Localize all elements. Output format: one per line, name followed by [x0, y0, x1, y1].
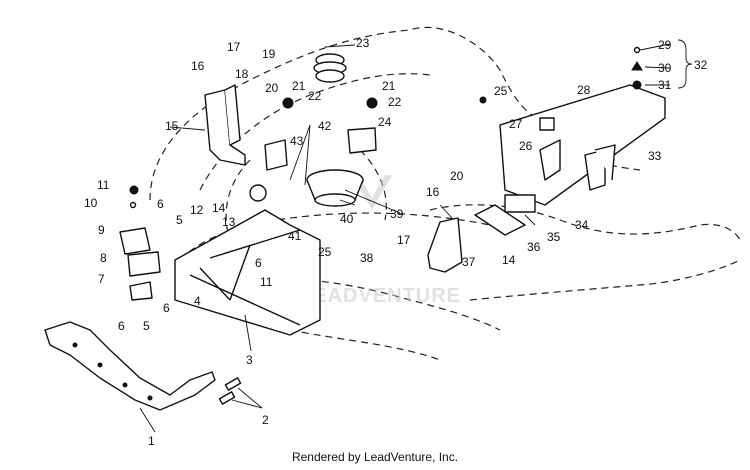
watermark-text: LEADVENTURE	[300, 285, 461, 307]
callout-9: 9	[98, 223, 105, 237]
render-credit: Rendered by LeadVenture, Inc.	[291, 450, 459, 464]
callout-17b: 17	[397, 233, 411, 247]
pulley	[313, 53, 347, 83]
callout-1: 1	[148, 434, 155, 448]
leader-lines	[139, 43, 671, 433]
callout-34: 34	[575, 218, 589, 232]
left-upright-bracket	[204, 84, 246, 166]
callout-21a: 21	[292, 79, 306, 93]
footrest-panel	[499, 84, 666, 206]
callout-11b: 11	[260, 275, 273, 289]
front-frame	[174, 209, 321, 336]
callouts: 1 2 3 4 5 5 6 6 6 6 7 8 9 10 11 11 12 13…	[84, 36, 708, 448]
callout-12: 12	[190, 203, 204, 217]
callout-14b: 14	[502, 253, 516, 267]
callout-20a: 20	[265, 81, 279, 95]
callout-30: 30	[658, 61, 672, 75]
callout-27: 27	[509, 117, 523, 131]
callout-22a: 22	[308, 89, 322, 103]
brace-32	[677, 39, 693, 89]
callout-31: 31	[658, 78, 672, 92]
front-bumper	[44, 321, 216, 411]
callout-16a: 16	[191, 59, 205, 73]
callout-7: 7	[98, 272, 105, 286]
callout-8: 8	[100, 251, 107, 265]
callout-36: 36	[527, 240, 541, 254]
callout-42: 42	[318, 119, 332, 133]
callout-15: 15	[165, 119, 179, 133]
callout-13: 13	[222, 215, 236, 229]
callout-33: 33	[648, 149, 662, 163]
spindle-assembly	[306, 169, 364, 207]
callout-37: 37	[462, 255, 476, 269]
small-hardware	[249, 46, 643, 202]
callout-23: 23	[356, 36, 370, 50]
callout-4: 4	[194, 294, 201, 308]
right-upright-bracket	[427, 217, 463, 273]
callout-6b: 6	[163, 301, 170, 315]
callout-24: 24	[378, 115, 392, 129]
callout-14a: 14	[212, 201, 226, 215]
brackets-left	[119, 185, 161, 301]
callout-16b: 16	[426, 185, 440, 199]
callout-22b: 22	[388, 95, 402, 109]
callout-29: 29	[658, 38, 672, 52]
callout-17a: 17	[227, 40, 241, 54]
callout-26: 26	[519, 139, 533, 153]
callout-39: 39	[390, 207, 404, 221]
callout-18: 18	[235, 67, 249, 81]
callout-40: 40	[340, 212, 354, 226]
callout-2: 2	[262, 413, 269, 427]
callout-19: 19	[262, 47, 276, 61]
callout-6c: 6	[118, 319, 125, 333]
bracket-43	[264, 139, 288, 171]
callout-38: 38	[360, 251, 374, 265]
callout-5b: 5	[143, 319, 150, 333]
bracket-24	[347, 127, 377, 154]
callout-6d: 6	[255, 256, 262, 270]
callout-5a: 5	[176, 213, 183, 227]
mount-plate	[474, 194, 536, 236]
callout-43: 43	[290, 134, 304, 148]
callout-11a: 11	[97, 178, 110, 192]
callout-28: 28	[577, 83, 591, 97]
callout-6a: 6	[157, 197, 164, 211]
callout-41: 41	[288, 229, 302, 243]
callout-20b: 20	[450, 169, 464, 183]
callout-10: 10	[84, 196, 98, 210]
callout-32: 32	[694, 58, 708, 72]
callout-35: 35	[547, 230, 561, 244]
bumper-bolts	[218, 377, 242, 405]
callout-21b: 21	[382, 79, 396, 93]
callout-3: 3	[246, 353, 253, 367]
callout-25b: 25	[318, 245, 332, 259]
callout-25a: 25	[494, 84, 508, 98]
